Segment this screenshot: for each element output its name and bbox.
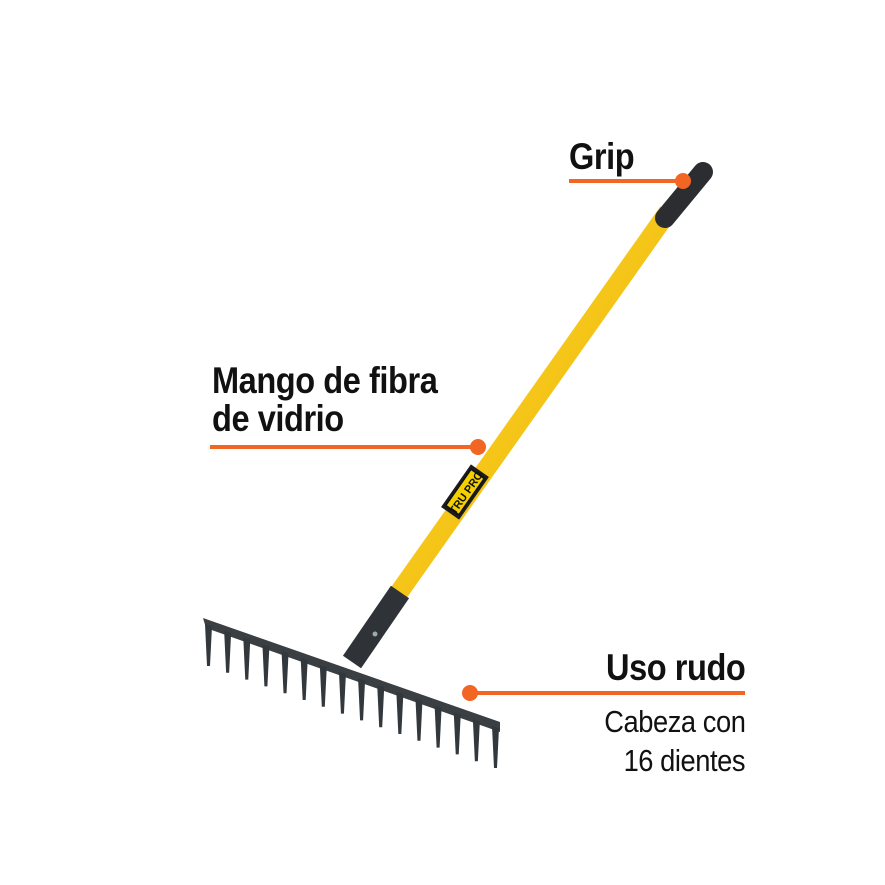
grip bbox=[655, 162, 713, 228]
ferrule bbox=[342, 585, 410, 669]
rake-tine bbox=[262, 644, 270, 687]
rake-tine bbox=[377, 685, 385, 728]
head-desc-line2: 16 dientes bbox=[623, 743, 746, 778]
rake-tine bbox=[319, 664, 327, 707]
rake-tine bbox=[300, 658, 308, 700]
rake-tine bbox=[338, 671, 346, 714]
handle-label-line2: de vidrio bbox=[212, 398, 344, 439]
rake-tine bbox=[415, 698, 423, 741]
rake-tine bbox=[434, 705, 442, 748]
handle-callout-dot bbox=[470, 439, 486, 455]
rake-tine bbox=[243, 637, 251, 680]
grip-callout-dot bbox=[675, 173, 691, 189]
rake-tine bbox=[396, 692, 404, 734]
rake-head bbox=[203, 618, 500, 732]
rake-tine bbox=[472, 719, 480, 762]
rake-tine bbox=[492, 726, 499, 768]
rake-tine bbox=[224, 630, 232, 673]
head-label: Uso rudo bbox=[605, 647, 746, 688]
rake-tines bbox=[205, 624, 499, 768]
rake-tine bbox=[453, 712, 461, 755]
rake-tine bbox=[205, 624, 212, 666]
handle-label-line1: Mango de fibra bbox=[212, 360, 438, 401]
head-callout-dot bbox=[462, 685, 478, 701]
rake-tine bbox=[281, 651, 289, 694]
head-desc-line1: Cabeza con bbox=[603, 704, 746, 739]
fiberglass-handle bbox=[387, 206, 676, 604]
grip-label: Grip bbox=[569, 136, 635, 177]
rake-tine bbox=[358, 678, 366, 721]
